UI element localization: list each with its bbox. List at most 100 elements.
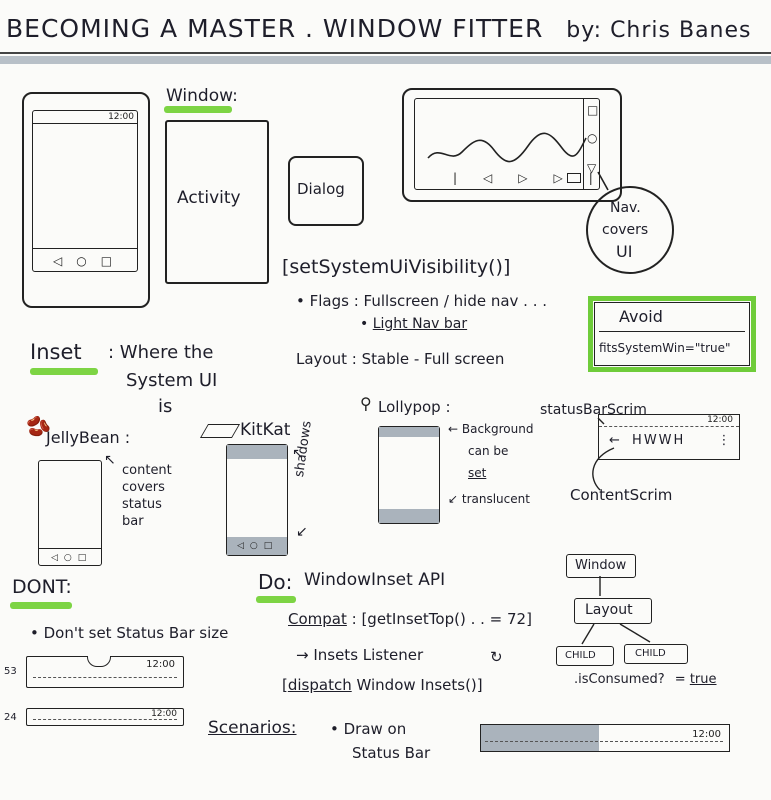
layout-value: Stable - Full screen <box>361 350 505 368</box>
scrim-back-arrow: ← <box>609 433 620 448</box>
jb-nav-icons: ◁○□ <box>51 553 93 563</box>
jellybean-label: JellyBean : <box>46 428 131 447</box>
scrim-menu-icon: ⋮ <box>717 433 731 448</box>
scenario-bar-sketch: 12:00 <box>480 724 730 752</box>
byline: by: Chris Banes <box>566 18 752 43</box>
lp-note-1-text: Background <box>461 422 534 436</box>
scenario-line-1: • Draw on <box>330 720 407 738</box>
phone-nav-icons: ◁○□ <box>53 254 127 268</box>
jb-nav-line <box>39 548 101 549</box>
consumed-question: .isConsumed? <box>574 672 665 687</box>
window-heading: Window: <box>166 86 238 106</box>
jb-arrow: ↖ <box>104 452 116 468</box>
consumed-eq: = <box>674 672 686 687</box>
listener-loop-arrow: ↻ <box>490 648 503 666</box>
flags-colon: : <box>348 292 364 310</box>
waveform-line <box>427 132 587 163</box>
dialog-label: Dialog <box>297 180 345 198</box>
lollipop-label: Lollypop : <box>378 398 451 416</box>
tablet-screen: □ ○ ▽ |◁▷▷| <box>414 98 600 190</box>
avoid-heading: Avoid <box>619 307 663 326</box>
scenario-bar-shade <box>481 725 599 751</box>
dispatch-word: dispatch <box>287 676 352 694</box>
do-heading: Do: <box>258 570 293 594</box>
child-node-1: CHILD <box>556 646 614 666</box>
bar-large-clock: 12:00 <box>146 659 175 670</box>
window-node: Window <box>566 554 636 578</box>
compat-value: [getInsetTop() . . = 72] <box>361 610 532 628</box>
bar-small-dash <box>33 719 177 720</box>
kk-nav-icons: ◁○□ <box>237 541 279 551</box>
flags-label: Flags <box>309 292 349 310</box>
lp-note-2: can be <box>468 444 509 458</box>
dont-highlight <box>10 602 72 609</box>
jellybean-phone: ◁○□ <box>38 460 102 566</box>
flags-value: Fullscreen / hide nav . . . <box>363 292 548 310</box>
dont-bullet-text: Don't set Status Bar size <box>43 624 229 642</box>
tablet-nav-square: □ <box>587 103 599 117</box>
scrim-sketch: 12:00 ← HWWH ⋮ <box>598 414 740 460</box>
flags-extra-text: Light Nav bar <box>372 316 468 332</box>
tablet-sketch: □ ○ ▽ |◁▷▷| <box>402 88 622 202</box>
bar-small-clock: 12:00 <box>151 709 177 719</box>
compat-label: Compat <box>288 610 347 628</box>
lp-note-3: set <box>468 466 487 480</box>
flags-extra: • Light Nav bar <box>360 316 467 332</box>
scrim-callout-lines <box>592 417 615 491</box>
inset-term: Inset <box>30 340 82 364</box>
kk-note: shadows <box>292 419 315 479</box>
hierarchy-lines <box>581 576 651 645</box>
do-highlight <box>256 596 296 603</box>
inset-definition-3: is <box>158 396 173 417</box>
window-heading-highlight <box>164 106 232 113</box>
scenario-line-2: Status Bar <box>352 744 431 762</box>
jellybean-name: JellyBean <box>46 428 120 447</box>
scrim-toolbar: ← HWWH ⋮ <box>609 433 730 448</box>
inset-definition-2: System UI <box>126 370 218 391</box>
kitkat-icon <box>199 424 241 438</box>
compat-colon: : <box>346 610 362 628</box>
flags-extra-bullet: • <box>360 316 373 332</box>
media-controls: |◁▷▷| <box>453 171 619 185</box>
dispatch-rest: Window Insets()] <box>356 676 483 694</box>
avoid-text: fitsSystemWin="true" <box>599 341 731 355</box>
jb-note-3: status <box>122 497 162 512</box>
bar-large-dash <box>33 677 177 678</box>
system-ui-method: [setSystemUiVisibility()] <box>282 256 511 278</box>
compat-row: Compat : [getInsetTop() . . = 72] <box>288 610 532 628</box>
tablet-nav-back: ▽ <box>587 161 597 175</box>
title-shade-bar <box>0 56 771 64</box>
jb-note-4: bar <box>122 514 144 529</box>
jb-note: content covers status bar <box>122 462 172 530</box>
bar-small-sketch: 12:00 <box>26 708 184 726</box>
bean-icon: 🫘 <box>26 414 51 438</box>
callout-line-2: covers <box>602 222 649 238</box>
tablet-nav-circle: ○ <box>587 131 598 145</box>
dispatch-prefix: [ <box>282 676 288 694</box>
insets-listener: → Insets Listener <box>296 646 424 664</box>
callout-line-3: UI <box>616 242 633 261</box>
activity-label: Activity <box>177 188 241 208</box>
flags-bullet: • <box>296 292 310 310</box>
dispatch-row: [dispatch Window Insets()] <box>282 676 483 694</box>
lp-nav-shade <box>379 509 439 523</box>
bar-small-label: 24 <box>4 712 17 723</box>
phone-nav-line <box>33 248 137 249</box>
consumed-row: .isConsumed? = true <box>574 672 717 687</box>
bar-large-sketch: 12:00 <box>26 656 184 688</box>
phone-clock: 12:00 <box>108 112 134 122</box>
avoid-inner-border <box>594 302 750 366</box>
consumed-value: true <box>689 672 717 687</box>
phone-screen: 12:00 ◁○□ <box>32 110 138 272</box>
kk-arrow-top: ↖ <box>292 446 304 462</box>
scenario-bar-dash <box>485 741 723 742</box>
title-underline <box>0 52 771 54</box>
inset-highlight <box>30 368 98 375</box>
lp-note-4-text: translucent <box>461 492 530 506</box>
lollipop-icon: ⚲ <box>360 394 372 413</box>
scenarios-heading: Scenarios: <box>208 718 297 738</box>
layout-label: Layout <box>296 350 347 368</box>
phone-sketch: 12:00 ◁○□ <box>22 92 150 308</box>
child-node-2: CHILD <box>624 644 688 664</box>
child-node-2-label: CHILD <box>635 648 666 659</box>
